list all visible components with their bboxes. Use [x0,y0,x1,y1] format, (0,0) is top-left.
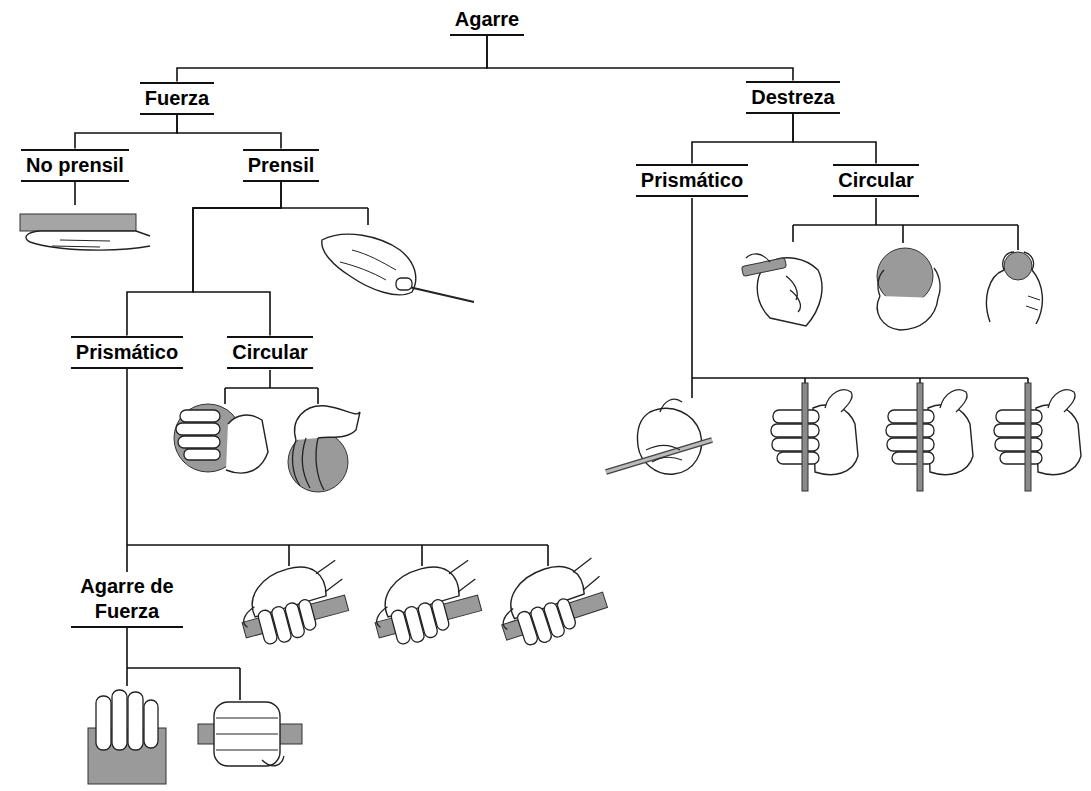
prismatic-power-hand [365,556,487,652]
non-prehensile-hand [20,214,150,250]
category-heading: Destreza [746,81,839,114]
power-sphere-hand [288,406,360,492]
prismatic-precision-hand [886,383,973,491]
heading-text: Destreza [751,85,834,110]
tree-connector [127,182,281,336]
heading-text: No prensil [26,153,124,178]
heading-text: Agarre [455,7,519,32]
tree-connector [692,114,793,164]
tree-connector [193,182,281,336]
prismatic-power-hand [232,556,354,652]
category-heading: Agarre de Fuerza [71,572,183,628]
fist-bar-hand [198,702,302,766]
needle-grip-hand [322,234,474,302]
prismatic-power-hand [489,554,613,654]
tree-connector [487,36,793,81]
category-heading: No prensil [21,149,129,182]
pencil-grip-hand [606,399,712,474]
category-heading: Prismático [71,336,183,369]
category-heading: Circular [227,336,313,369]
heading-text: Agarre de Fuerza [76,574,178,624]
heading-text: Prensil [248,153,315,178]
prismatic-precision-hand [771,383,858,491]
tree-connector [177,115,281,149]
precision-small-sphere-hand [986,252,1042,324]
tree-connector [177,36,487,82]
tree-connector [793,114,876,164]
precision-disk-hand [741,254,822,326]
category-heading: Fuerza [140,82,214,115]
heading-text: Circular [838,168,914,193]
category-heading: Prensil [243,149,320,182]
tree-connector [75,115,177,149]
heading-text: Fuerza [145,86,209,111]
category-heading: Agarre [450,5,524,36]
block-grip-hand [88,690,166,784]
heading-text: Circular [232,340,308,365]
prismatic-precision-hand [994,383,1081,491]
precision-sphere-hand [877,248,940,330]
tree-connector [126,369,128,573]
bracket-lines [75,182,1028,700]
power-sphere-hand [174,404,268,473]
heading-text: Prismático [76,340,178,365]
category-heading: Circular [833,164,919,197]
heading-text: Prismático [641,168,743,193]
category-heading: Prismático [636,164,748,197]
